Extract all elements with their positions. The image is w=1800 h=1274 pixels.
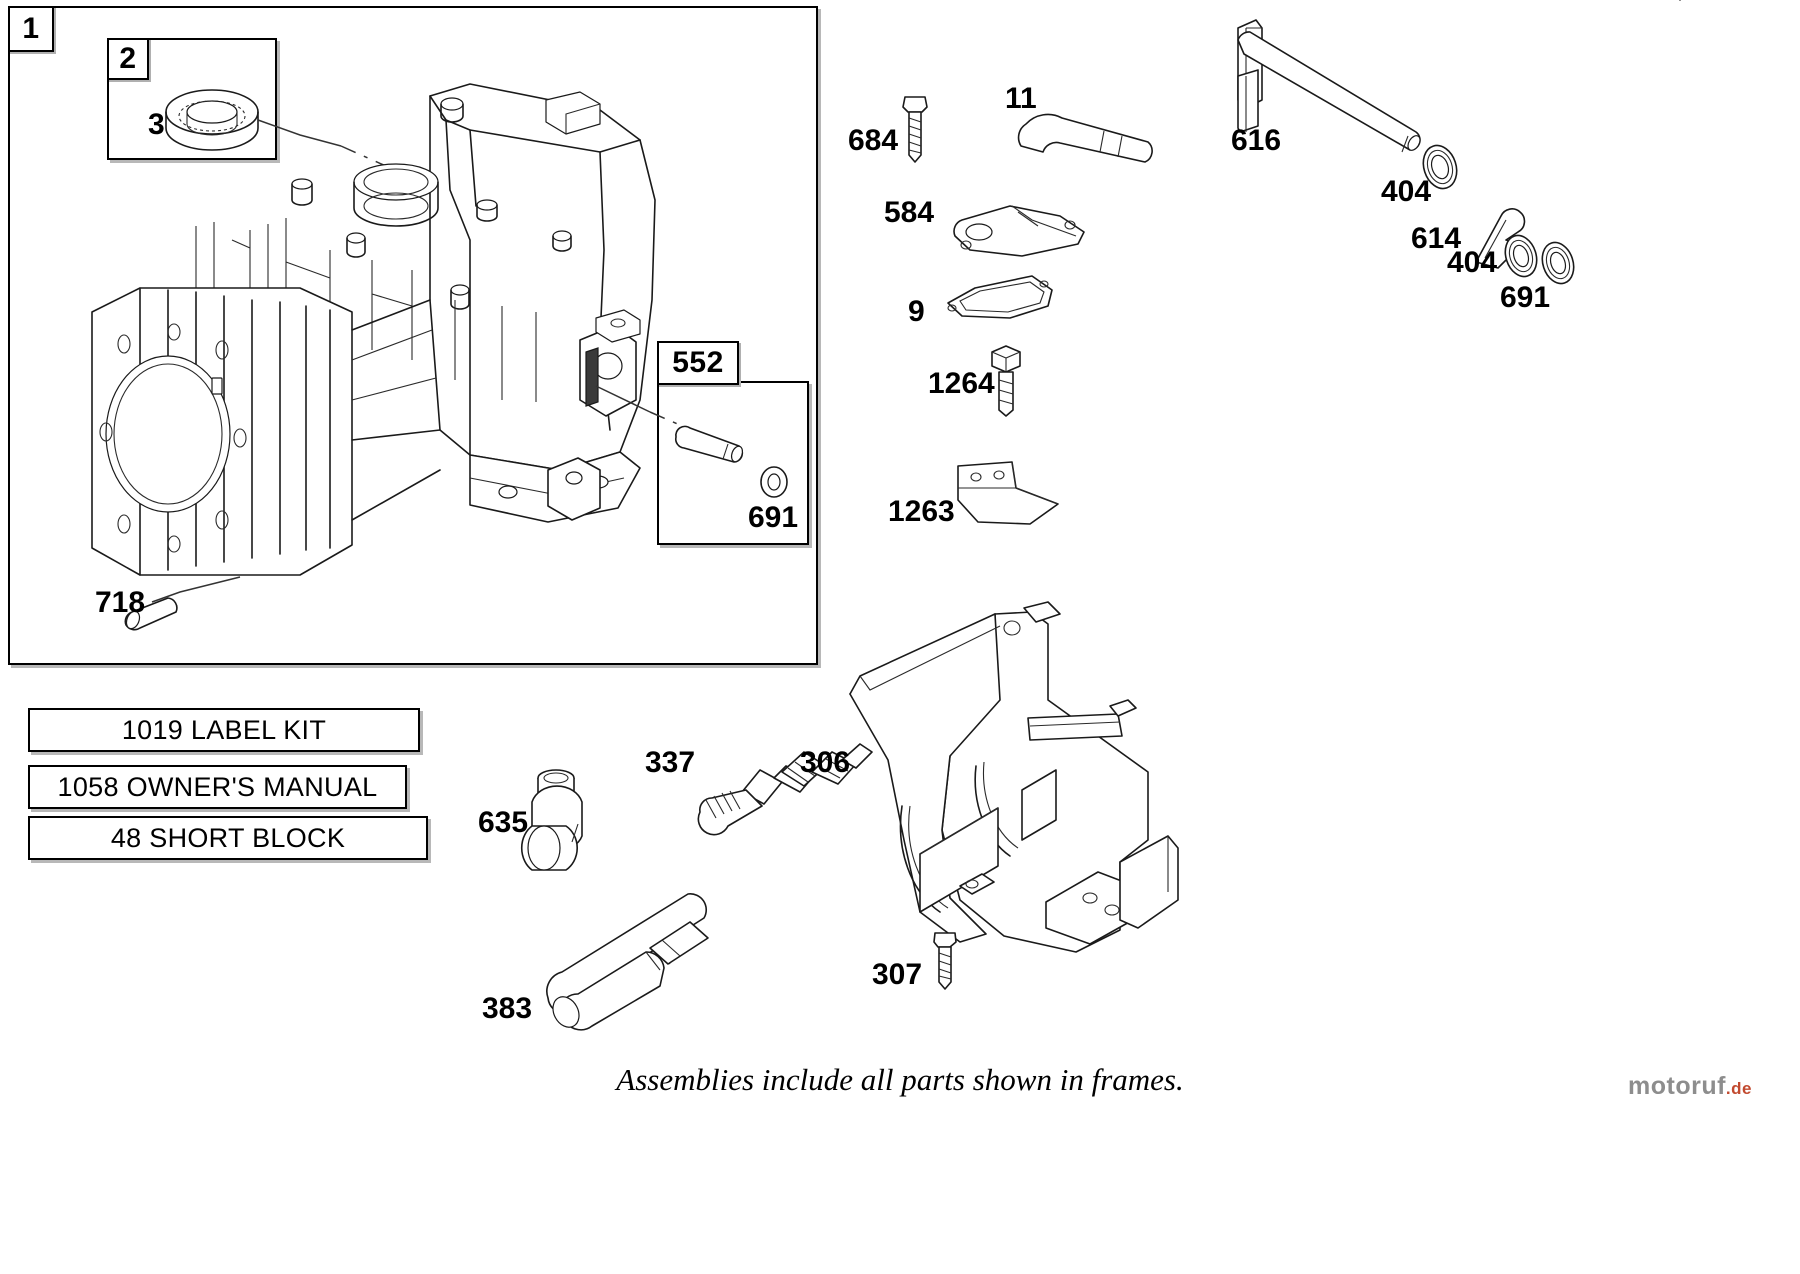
kit-box-label-kit: 1019 LABEL KIT	[28, 708, 420, 752]
callout-616: 616	[1231, 124, 1282, 157]
callout-635: 635	[478, 806, 529, 839]
watermark: motoruf.de	[1628, 1072, 1752, 1101]
clamp-bracket-1263-art	[958, 462, 1058, 524]
kit-box-owners-manual: 1058 OWNER'S MANUAL	[28, 765, 407, 809]
washer-404-lower-art	[1500, 231, 1542, 280]
callout-3: 3	[148, 108, 165, 141]
callout-306: 306	[800, 746, 851, 779]
callout-337: 337	[645, 746, 696, 779]
frame-2-tag: 2	[107, 38, 149, 80]
breather-assembly-584-art	[954, 206, 1084, 256]
hex-bolt-1264-art	[992, 346, 1020, 416]
callout-684: 684	[848, 124, 899, 157]
breather-screw-684-art	[903, 97, 927, 162]
frame-1-tag: 1	[8, 6, 54, 52]
callout-691-in-552: 691	[748, 501, 799, 534]
watermark-tld: .de	[1725, 1079, 1752, 1098]
callout-614: 614	[1411, 222, 1462, 255]
callout-383: 383	[482, 992, 533, 1025]
callout-404-lower: 404	[1447, 246, 1498, 279]
breather-gasket-9-art	[948, 276, 1052, 318]
frame-552-tag: 552	[657, 341, 739, 385]
callout-9: 9	[908, 295, 925, 328]
callout-1263: 1263	[888, 495, 955, 528]
frame-2-box	[107, 38, 277, 160]
callout-691-right: 691	[1500, 281, 1551, 314]
watermark-name: motoruf	[1628, 1072, 1726, 1100]
kit-box-short-block: 48 SHORT BLOCK	[28, 816, 428, 860]
callout-584: 584	[884, 196, 935, 229]
callout-404-upper: 404	[1381, 175, 1432, 208]
cotter-pin-614-art	[1476, 0, 1680, 268]
muffler-tube-383-art	[547, 894, 708, 1032]
blower-housing-306-art	[850, 602, 1178, 952]
callout-718: 718	[95, 586, 146, 619]
callout-307: 307	[872, 958, 923, 991]
frame-1-box	[8, 6, 818, 665]
callout-11: 11	[1005, 82, 1037, 115]
spark-plug-boot-635-art	[522, 770, 582, 870]
diagram-caption: Assemblies include all parts shown in fr…	[616, 1062, 1184, 1097]
callout-1264: 1264	[928, 367, 995, 400]
breather-tube-11-art	[1019, 114, 1153, 162]
housing-screw-307-art	[934, 933, 956, 989]
